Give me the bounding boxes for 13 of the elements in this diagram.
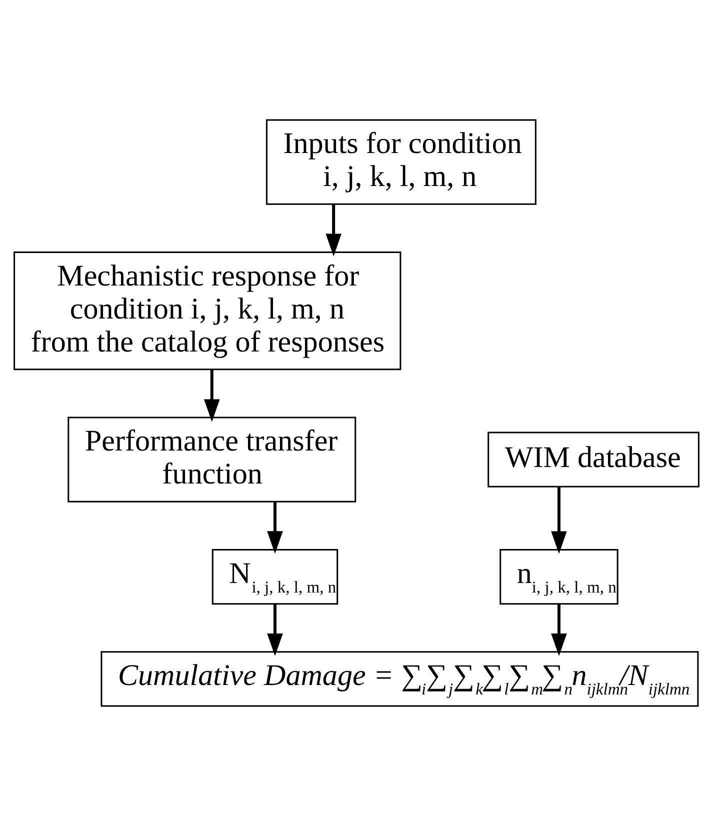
arrow [326,204,342,256]
node-box: Performance transfer function [68,416,356,502]
node-box: Mechanistic response for condition i, j, k, l, m, n from the catalog of responses [14,251,402,370]
node-box: N$_{i, j, k, l, m, n}$ [212,548,338,605]
node-box: WIM database [488,432,700,488]
arrow [551,604,567,656]
node-box: n$_{i, j, k, l, m, n}$ [500,548,618,605]
arrow [204,370,220,422]
arrow [267,604,283,656]
node-box: Inputs for condition i, j, k, l, m, n [266,119,536,205]
node-box: Cumulative Damage = ∑$_{i}$∑$_{j}$∑$_{k}$∑$_{l}$∑$_{m}$∑$_{n}$n$_{ijklmn}$/N$_{ijklmn}$ [100,651,699,707]
arrow [551,486,567,554]
arrow [267,502,283,554]
